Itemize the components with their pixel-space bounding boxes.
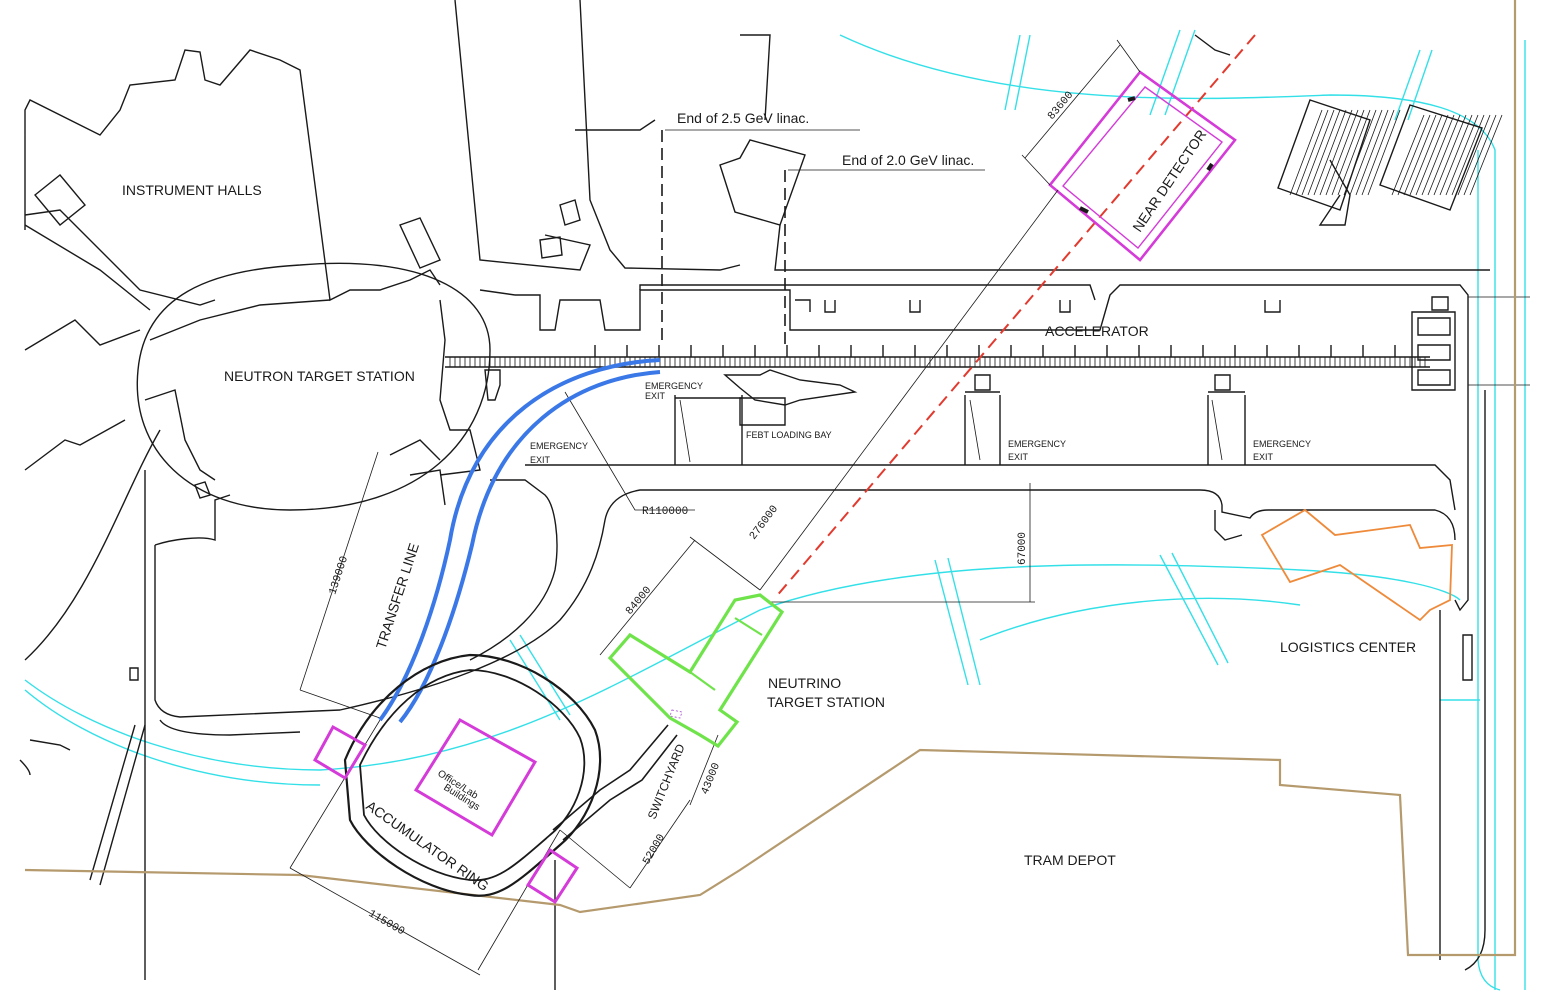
dim-67000: 67000 [1017,532,1029,565]
neutrino-beam-line [774,34,1256,599]
roads [29,390,1486,990]
transfer-line [378,358,661,724]
label-accumulator-ring: ACCUMULATOR RING [363,797,492,894]
linac-tick-marks [449,357,1426,367]
linac-segments [449,345,1426,367]
office-lab-buildings [413,717,538,838]
dim-276000: 276000 [748,504,781,543]
magenta-block-bottom [525,847,580,905]
dim-84000: 84000 [624,585,654,618]
dim-115000: 115000 [366,908,406,938]
arc-stub [19,759,31,776]
neutrino-target-station [607,593,785,749]
label-exit-2: EXIT [530,455,551,465]
label-emergency-2: EMERGENCY [530,441,588,451]
label-exit-3: EXIT [1008,452,1029,462]
dim-r110000: R110000 [642,506,688,518]
dim-52000: 52000 [641,832,668,867]
label-switchyard: SWITCHYARD [645,742,688,822]
dimension-lines [289,39,1141,976]
dim-139000: 139000 [327,555,351,596]
label-end-20-linac: End of 2.0 GeV linac. [842,152,974,168]
label-emergency-3: EMERGENCY [1008,439,1066,449]
cyan-roads [24,29,1526,991]
label-neutrino-2: TARGET STATION [767,694,885,710]
label-exit-1: EXIT [645,391,666,401]
hatched-buildings [1277,99,1503,211]
text-labels: INSTRUMENT HALLS NEUTRON TARGET STATION … [122,90,1416,939]
label-logistics-center: LOGISTICS CENTER [1280,639,1416,655]
linac-cryo-markers [594,345,1396,357]
label-neutrino-1: NEUTRINO [768,675,841,691]
label-instrument-halls: INSTRUMENT HALLS [122,182,262,198]
label-emergency-1: EMERGENCY [645,381,703,391]
dim-43000: 43000 [700,761,723,796]
site-boundary [24,0,1517,957]
magenta-block-left [312,724,368,781]
label-febt-loading-bay: FEBT LOADING BAY [746,430,832,440]
label-tram-depot: TRAM DEPOT [1024,852,1116,868]
label-emergency-4: EMERGENCY [1253,439,1311,449]
instrument-halls-outline [24,0,1490,471]
campus-arc-left [24,429,161,661]
label-end-25-linac: End of 2.5 GeV linac. [677,110,809,126]
label-accelerator: ACCELERATOR [1045,323,1149,339]
accelerator-building [445,284,1530,612]
neutron-target-station [136,262,491,511]
dim-83600: 83600 [1046,90,1076,123]
label-near-detector: NEAR DETECTOR [1129,127,1209,235]
label-neutron-target-station: NEUTRON TARGET STATION [224,368,415,384]
accumulator-ring [343,653,678,897]
logistics-center-building [1260,508,1453,622]
near-detector [1048,70,1237,262]
hatch-lines [1289,109,1503,196]
label-transfer-line: TRANSFER LINE [373,541,422,651]
label-exit-4: EXIT [1253,452,1274,462]
